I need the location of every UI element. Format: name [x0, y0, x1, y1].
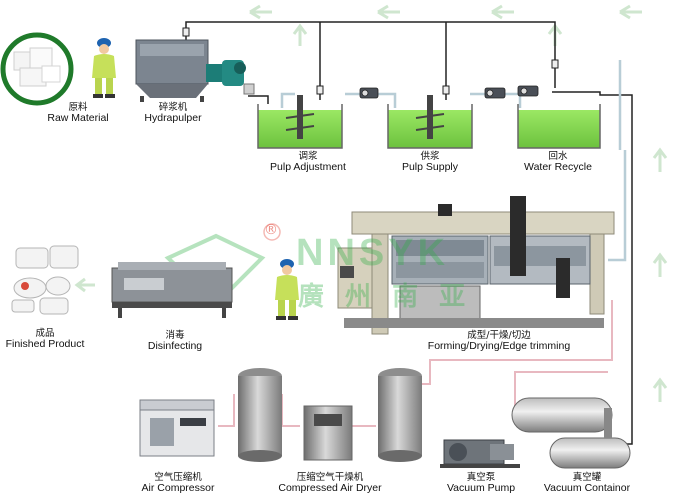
label-pulp-supply: 供浆 Pulp Supply	[380, 151, 480, 174]
watermark-text-cn: 廣 州 南 亚	[298, 282, 472, 312]
raw-material-en: Raw Material	[47, 112, 109, 125]
air-tank-1	[238, 368, 282, 462]
water-recycle-en: Water Recycle	[524, 161, 592, 174]
vacuum-container-cn: 真空罐	[572, 472, 602, 483]
hydrapulper-machine	[135, 39, 255, 102]
air-compressor-en: Air Compressor	[141, 482, 215, 495]
label-water-recycle: 回水 Water Recycle	[508, 151, 608, 174]
pulp-adjustment-en: Pulp Adjustment	[270, 161, 346, 174]
finished-products	[11, 245, 79, 315]
water-recycle-cn: 回水	[548, 151, 568, 162]
registered-mark: ®	[264, 222, 278, 238]
air-dryer-en: Compressed Air Dryer	[278, 482, 382, 495]
forming-cn: 成型/干燥/切边	[467, 330, 531, 341]
tank-water-recycle	[517, 104, 601, 149]
hydrapulper-cn: 碎浆机	[158, 102, 188, 113]
finished-product-cn: 成品	[35, 328, 55, 339]
pulp-supply-en: Pulp Supply	[401, 161, 459, 174]
operator-figure	[275, 259, 299, 320]
water-pipes	[280, 60, 627, 262]
pulp-pumps	[359, 85, 539, 99]
vacuum-pump-en: Vacuum Pump	[446, 482, 516, 495]
disinfecting-en: Disinfecting	[147, 340, 203, 353]
air-tank-2	[378, 368, 422, 462]
label-forming: 成型/干燥/切边 Forming/Drying/Edge trimming	[414, 330, 584, 353]
worker-figure	[92, 38, 116, 98]
air-dryer-cn: 压缩空气干燥机	[296, 472, 364, 483]
label-raw-material: 原料 Raw Material	[38, 102, 118, 125]
pulp-supply-cn: 供浆	[420, 151, 440, 162]
pipe-valves	[182, 27, 559, 95]
label-vacuum-pump: 真空泵 Vacuum Pump	[436, 472, 526, 495]
air-compressor-cn: 空气压缩机	[154, 472, 202, 483]
raw-material-image	[0, 32, 74, 106]
watermark-text-en: NNSYK	[296, 232, 450, 274]
vacuum-pump-cn: 真空泵	[466, 472, 496, 483]
tank-pulp-supply	[387, 95, 473, 149]
label-pulp-adjustment: 调浆 Pulp Adjustment	[258, 151, 358, 174]
air-compressor-unit	[139, 399, 215, 457]
label-air-dryer: 压缩空气干燥机 Compressed Air Dryer	[268, 472, 392, 495]
label-disinfecting: 消毒 Disinfecting	[130, 330, 220, 353]
disinfecting-machine	[111, 262, 233, 318]
pulp-adjustment-cn: 调浆	[298, 151, 318, 162]
vacuum-container-en: Vacuum Containor	[543, 482, 631, 495]
raw-material-cn: 原料	[68, 102, 88, 113]
label-hydrapulper: 碎浆机 Hydrapulper	[128, 102, 218, 125]
flow-arrows	[74, 4, 668, 402]
tank-pulp-adjustment	[257, 95, 343, 149]
disinfecting-cn: 消毒	[165, 330, 185, 341]
air-pipes	[218, 300, 613, 427]
label-vacuum-container: 真空罐 Vacuum Containor	[532, 472, 642, 495]
hydrapulper-en: Hydrapulper	[144, 112, 202, 125]
forming-en: Forming/Drying/Edge trimming	[427, 340, 571, 353]
label-air-compressor: 空气压缩机 Air Compressor	[128, 472, 228, 495]
label-finished-product: 成品 Finished Product	[0, 328, 90, 351]
vacuum-container-units	[511, 397, 631, 469]
air-dryer-unit	[303, 405, 353, 461]
forming-machine	[337, 196, 615, 335]
vacuum-pump-unit	[440, 439, 520, 468]
finished-product-en: Finished Product	[5, 338, 85, 351]
